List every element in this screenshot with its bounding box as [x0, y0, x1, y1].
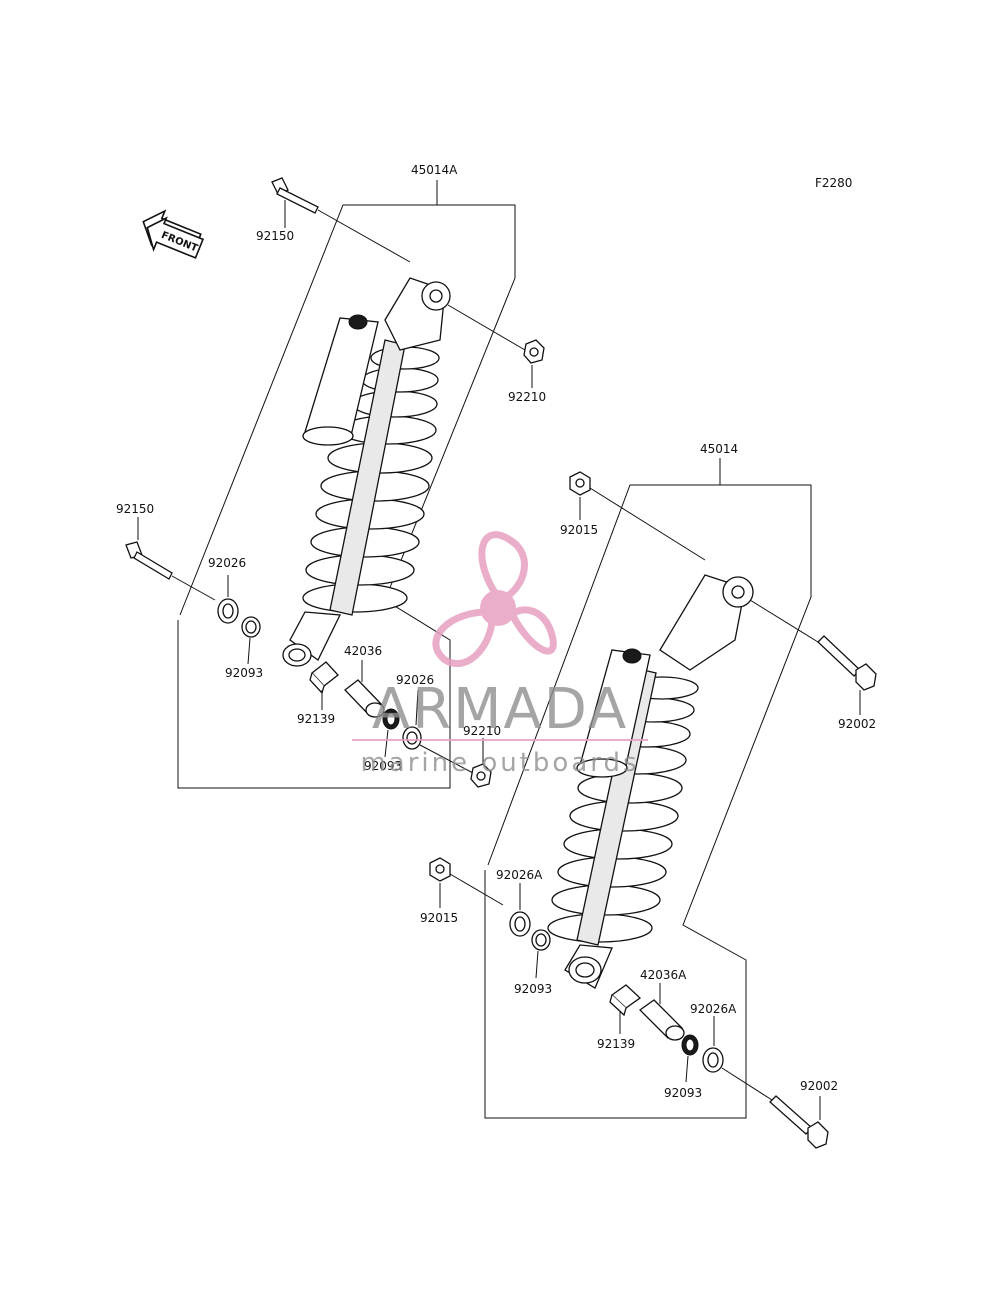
callout-92002-top: 92002	[838, 717, 876, 731]
callout-92002-lower: 92002	[800, 1079, 838, 1093]
assembly-45014: 45014	[420, 442, 877, 1149]
bolt-92150-lower	[125, 541, 173, 580]
callout-92015-lower: 92015	[420, 911, 458, 925]
callout-92150-top: 92150	[256, 229, 294, 243]
nut-92015-top	[569, 471, 591, 496]
callout-92015-top: 92015	[560, 523, 598, 537]
bolt-92002-top	[817, 635, 877, 691]
callout-92093-front-right: 92093	[664, 1086, 702, 1100]
propeller-logo	[432, 531, 557, 668]
armada-watermark: ARMADA marine outboards	[352, 531, 648, 778]
bush-92139	[309, 661, 339, 695]
shock-absorber-front	[547, 574, 754, 989]
bolt-92150-top	[271, 177, 411, 263]
bush-92139-front	[609, 984, 642, 1017]
callout-42036a: 42036A	[640, 968, 687, 982]
assembly-number-45014a: 45014A	[411, 163, 458, 177]
collar-42036	[344, 679, 385, 718]
assembly-45014a: 45014A	[116, 163, 546, 789]
shock-absorber-rear	[282, 277, 451, 667]
diagram-code: F2280	[815, 176, 852, 190]
callout-92093: 92093	[225, 666, 263, 680]
assembly-number-45014: 45014	[700, 442, 738, 456]
callout-92026a-left: 92026A	[496, 868, 543, 882]
nut-92210-top	[523, 339, 545, 364]
callout-92026a-right: 92026A	[690, 1002, 737, 1016]
callout-42036: 42036	[344, 644, 382, 658]
callout-92026: 92026	[208, 556, 246, 570]
watermark-brand: ARMADA	[372, 677, 628, 742]
collar-42036a	[638, 999, 685, 1041]
front-direction-arrow: FRONT	[142, 209, 205, 259]
bolt-92002-lower	[769, 1095, 829, 1149]
callout-92139-front: 92139	[597, 1037, 635, 1051]
callout-92150-lower: 92150	[116, 502, 154, 516]
nut-92015-lower	[429, 857, 451, 882]
callout-92093-left: 92093	[514, 982, 552, 996]
callout-92210-top: 92210	[508, 390, 546, 404]
callout-92139: 92139	[297, 712, 335, 726]
callout-92093-right: 92093	[364, 759, 402, 773]
watermark-tagline: marine outboards	[360, 748, 639, 778]
callout-92026-right: 92026	[396, 673, 434, 687]
callout-92210-lower: 92210	[463, 724, 501, 738]
